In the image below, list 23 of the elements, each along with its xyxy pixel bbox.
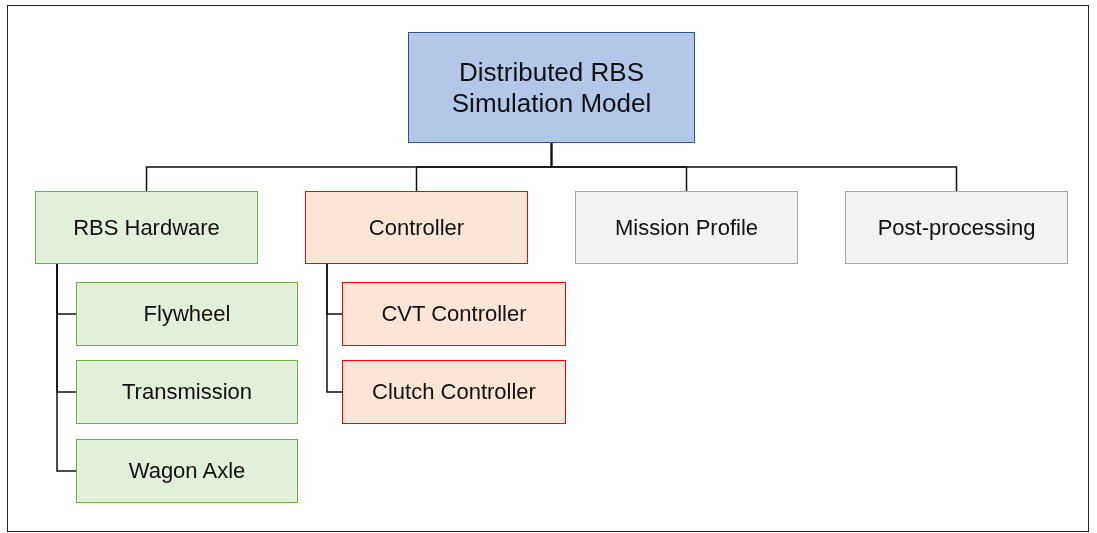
box <box>35 191 258 264</box>
box-label: Transmission <box>122 379 252 405</box>
connector-line <box>326 263 343 393</box>
box <box>76 360 298 424</box>
box-label: Distributed RBS Simulation Model <box>450 56 653 119</box>
box-label: CVT Controller <box>381 301 527 327</box>
box-label: Clutch Controller <box>372 379 536 405</box>
box <box>342 360 566 424</box>
box-label: RBS Hardware <box>73 214 220 241</box>
box <box>305 191 528 264</box>
box <box>408 32 695 143</box>
box-label: Mission Profile <box>614 214 758 241</box>
connector-line <box>550 142 958 192</box>
box-label: Controller <box>368 214 465 241</box>
box <box>76 282 298 346</box>
box-label: Wagon Axle <box>128 458 246 484</box>
box-label: Flywheel <box>143 301 231 327</box>
box <box>342 282 566 346</box>
connector-line <box>56 263 77 472</box>
box-label: Post-processing <box>877 214 1036 241</box>
box <box>76 439 298 503</box>
box <box>845 191 1068 264</box>
box <box>575 191 798 264</box>
